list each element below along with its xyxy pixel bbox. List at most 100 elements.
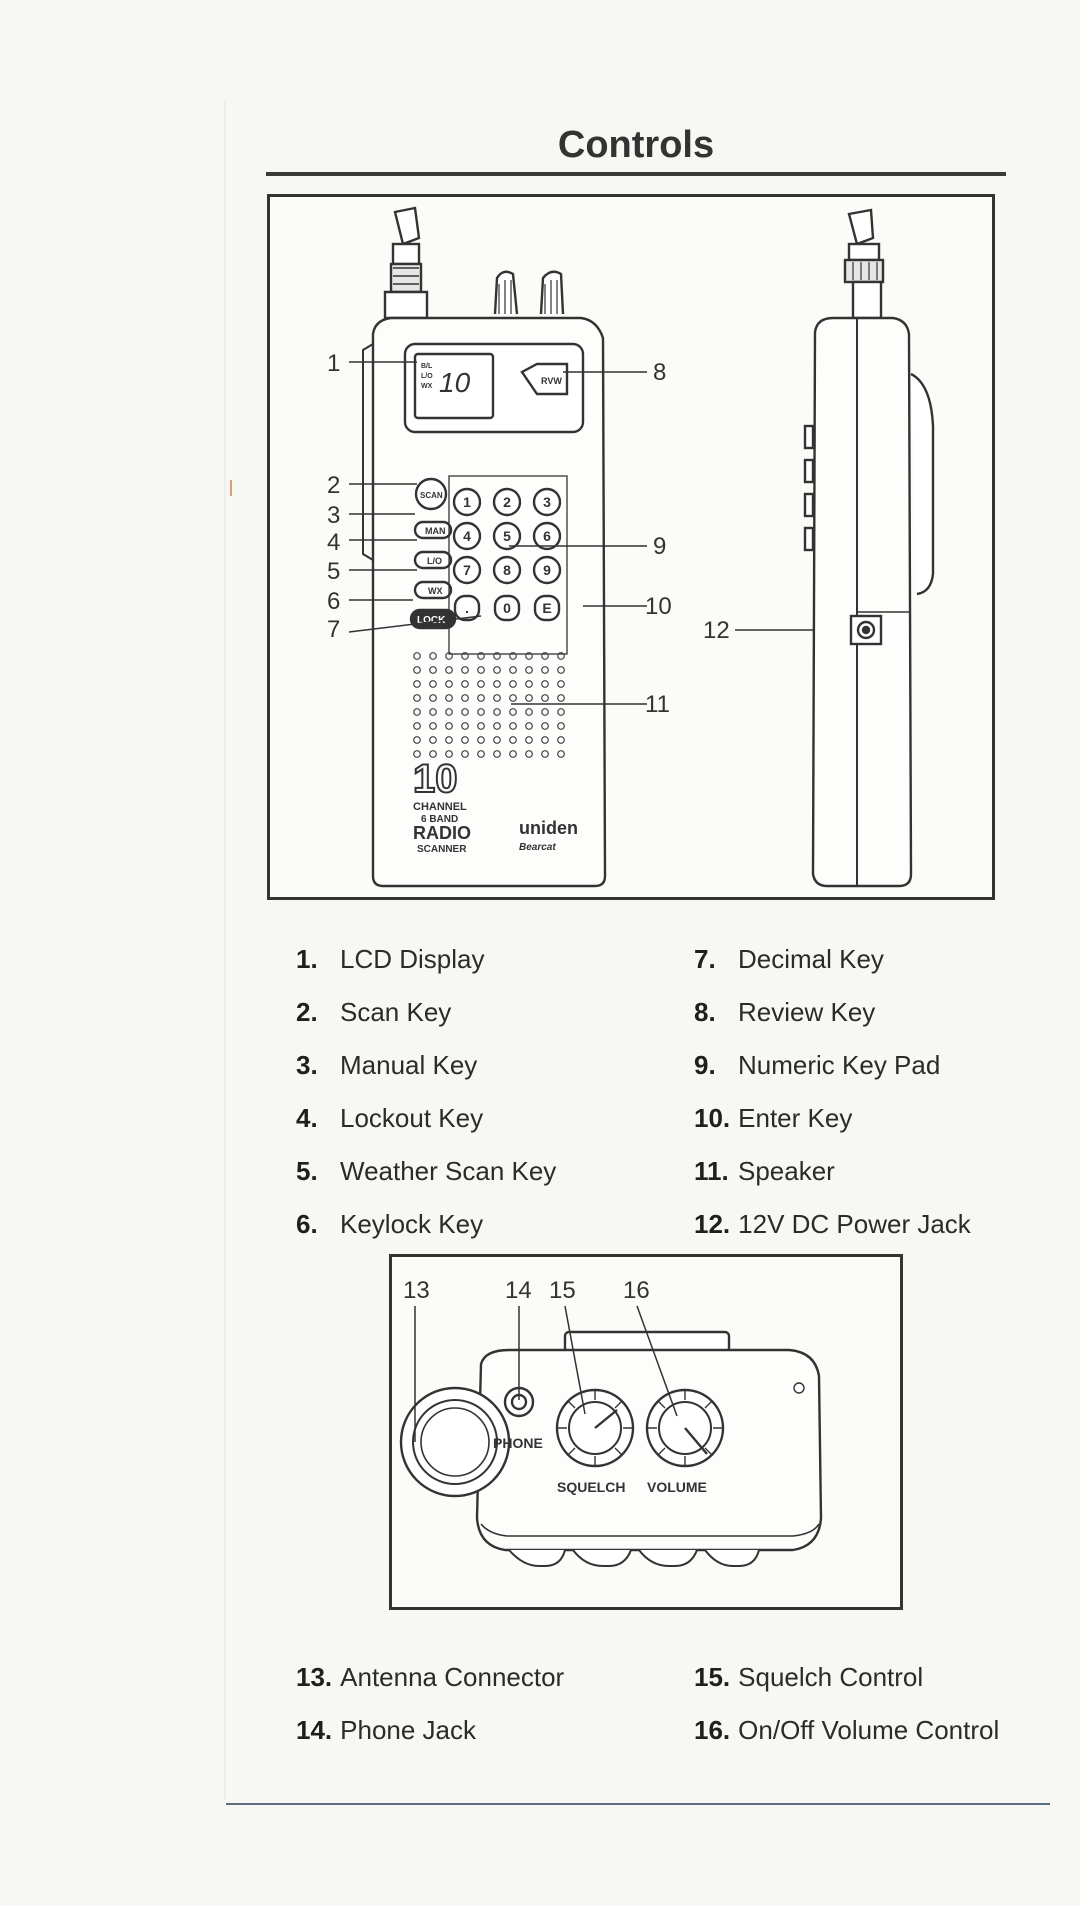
legend-item-16: 16.On/Off Volume Control <box>694 1715 1000 1745</box>
legend-item-6: 6.Keylock Key <box>296 1209 484 1239</box>
man-key-label: MAN <box>425 526 446 536</box>
speaker-hole <box>413 708 421 716</box>
speaker-hole <box>525 722 533 730</box>
front-view-labels: B/L L/O WX 10 RVW SCAN MAN L/O WX LOCK 1… <box>412 363 578 855</box>
speaker-hole <box>477 680 485 688</box>
speaker-hole <box>557 708 565 716</box>
speaker-hole <box>541 722 549 730</box>
speaker-hole <box>557 652 565 660</box>
callout-numbers: 1 2 3 4 5 6 7 8 9 10 11 12 <box>327 350 730 718</box>
lo-key-shape <box>413 550 453 570</box>
speaker-hole <box>509 708 517 716</box>
legend-item-13: 13.Antenna Connector <box>296 1662 565 1692</box>
belt-clip <box>910 372 935 596</box>
wx-key-shape <box>413 580 453 600</box>
volume-label: VOLUME <box>647 1479 707 1495</box>
title-rule <box>266 172 1006 176</box>
numeric-key-2: 2 <box>492 487 522 517</box>
speaker-hole <box>541 694 549 702</box>
callout-11: 11 <box>645 691 670 718</box>
lo-key-label: L/O <box>427 556 442 566</box>
rvw-key-shape <box>520 362 569 396</box>
keypad-outline <box>448 475 568 655</box>
speaker-hole <box>461 722 469 730</box>
legend-item-11: 11.Speaker <box>694 1156 835 1186</box>
speaker-hole <box>493 666 501 674</box>
numeric-key-9: 9 <box>532 555 562 585</box>
legend-item-10: 10.Enter Key <box>694 1103 853 1133</box>
top-knob-left <box>493 270 519 315</box>
speaker-hole <box>429 736 437 744</box>
man-key-shape <box>413 520 453 540</box>
speaker-hole <box>493 736 501 744</box>
top-knob-right <box>539 270 565 315</box>
brand-number: 10 <box>413 757 458 801</box>
svg-text:0: 0 <box>503 600 511 616</box>
speaker-hole <box>429 750 437 758</box>
lcd-label-lo: L/O <box>421 373 433 380</box>
legend-item-15: 15.Squelch Control <box>694 1662 924 1692</box>
maker-logo-text: uniden <box>519 818 578 838</box>
speaker-hole <box>509 694 517 702</box>
svg-text:4: 4 <box>463 528 471 544</box>
callout-12: 12 <box>703 617 730 644</box>
numeric-key-4: 4 <box>452 521 482 551</box>
page-left-edge <box>224 100 226 1800</box>
rvw-key-label: RVW <box>541 376 562 386</box>
callout-10: 10 <box>645 593 672 620</box>
speaker-hole <box>429 708 437 716</box>
speaker-hole <box>413 722 421 730</box>
speaker-hole <box>461 680 469 688</box>
speaker-hole <box>557 680 565 688</box>
side-body <box>811 316 913 888</box>
legend-item-12: 12.12V DC Power Jack <box>694 1209 971 1239</box>
brand-line-1: CHANNEL <box>413 801 467 813</box>
top-housing <box>475 1348 823 1552</box>
speaker-hole <box>429 666 437 674</box>
speaker-hole <box>477 750 485 758</box>
speaker-hole <box>525 736 533 744</box>
speaker-hole <box>509 680 517 688</box>
enter-key: E <box>533 594 561 622</box>
callout-8: 8 <box>653 359 666 386</box>
svg-text:8: 8 <box>503 562 511 578</box>
scanner-top-diagram: 13 14 15 16 PHONE SQUELCH VOLUME <box>389 1254 903 1610</box>
legend-item-4: 4.Lockout Key <box>296 1103 484 1133</box>
svg-text:7: 7 <box>463 562 471 578</box>
speaker-hole <box>493 722 501 730</box>
speaker-hole <box>413 652 421 660</box>
callout-lines <box>348 361 849 705</box>
speaker-hole <box>461 750 469 758</box>
bottom-callout-numbers: 13 14 15 16 <box>403 1277 650 1304</box>
callout-5: 5 <box>327 558 340 585</box>
speaker-hole <box>557 722 565 730</box>
side-view <box>803 208 935 888</box>
speaker-hole <box>493 652 501 660</box>
zero-key: 0 <box>493 594 521 622</box>
callout-2: 2 <box>327 472 340 499</box>
speaker-hole <box>461 694 469 702</box>
legend-item-7: 7.Decimal Key <box>694 944 884 974</box>
lcd-digits: 10 <box>439 367 471 398</box>
lcd-label-wx: WX <box>421 383 433 390</box>
knob-ridges <box>557 1390 723 1466</box>
speaker-hole <box>445 694 453 702</box>
speaker-hole <box>477 694 485 702</box>
callout-16: 16 <box>623 1277 650 1304</box>
speaker-hole <box>541 652 549 660</box>
speaker-hole <box>461 736 469 744</box>
speaker-hole <box>445 750 453 758</box>
svg-text:6: 6 <box>543 528 551 544</box>
speaker-hole <box>557 736 565 744</box>
speaker-hole <box>541 666 549 674</box>
wx-key-label: WX <box>428 586 443 596</box>
speaker-hole <box>493 750 501 758</box>
speaker-hole <box>493 708 501 716</box>
bottom-callout-lines <box>414 1305 678 1442</box>
antenna-tip <box>393 206 421 246</box>
lock-key-label: LOCK <box>417 615 446 626</box>
speaker-hole <box>509 666 517 674</box>
numeric-key-6: 6 <box>532 521 562 551</box>
speaker-hole <box>413 750 421 758</box>
